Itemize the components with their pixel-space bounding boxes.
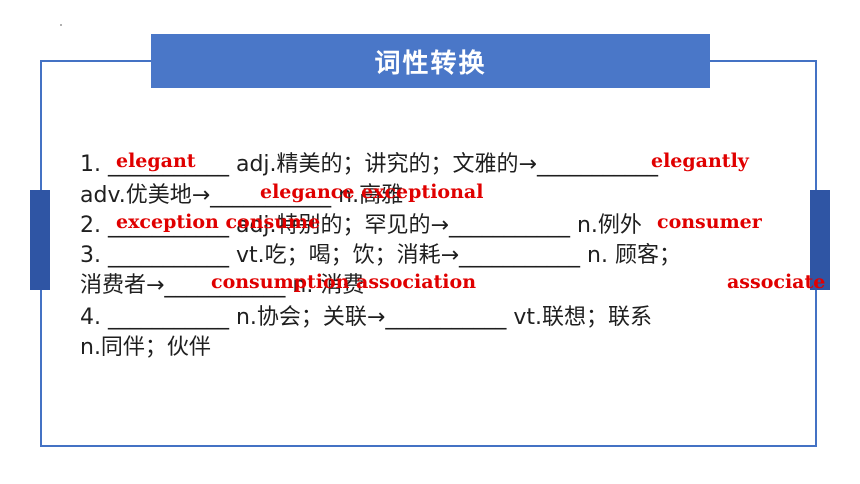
answer-elegantly: elegantly	[651, 150, 749, 172]
answer-associate: associate	[727, 271, 826, 293]
answer-elegance-exceptional: elegance exceptional	[260, 181, 484, 203]
exercise-line-4: 3. ___________ vt.吃；喝；饮；消耗→___________ n…	[80, 243, 681, 268]
exercise-line-3: 2. ___________ adj.特别的；罕见的→___________ n…	[80, 213, 642, 238]
title-banner: 词性转换	[151, 34, 710, 88]
right-side-tab	[810, 190, 830, 290]
answer-elegant: elegant	[116, 150, 196, 172]
left-side-tab	[30, 190, 50, 290]
exercise-line-5: 消费者→___________ n. 消费	[80, 273, 365, 298]
answer-consumption-association: consumption association	[211, 271, 477, 293]
exercise-line-7: n.同伴；伙伴	[80, 335, 211, 360]
exercise-line-2: adv.优美地→___________ n.高雅	[80, 183, 404, 208]
answer-exception-consume: exception consume	[116, 211, 321, 233]
exercise-line-6: 4. ___________ n.协会；关联→___________ vt.联想…	[80, 305, 652, 330]
decorative-dot	[60, 24, 62, 26]
exercise-line-1: 1. ___________ adj.精美的；讲究的；文雅的→_________…	[80, 152, 658, 177]
answer-consumer: consumer	[657, 211, 762, 233]
page-title: 词性转换	[374, 48, 487, 79]
